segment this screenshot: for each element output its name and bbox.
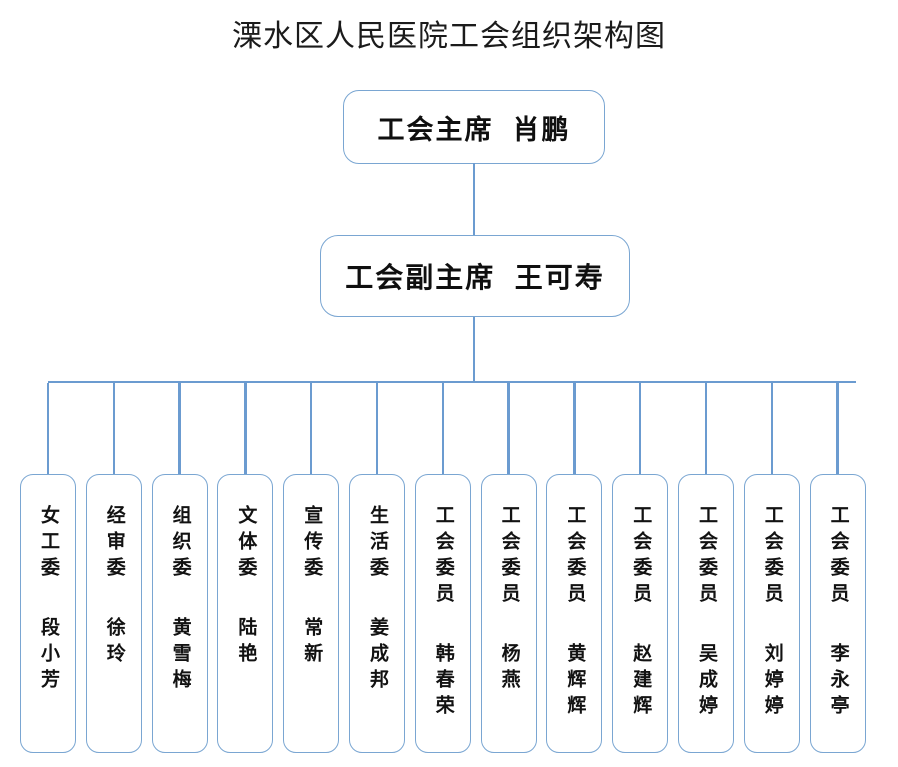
node-leaf-5[interactable]: 宣传委常新	[283, 474, 340, 753]
connector-bus-to-leaf-1	[46, 383, 50, 475]
leaf-role-label: 生活委	[367, 505, 388, 583]
connector-bus-to-leaf-3	[178, 383, 181, 475]
leaf-person-name: 陆艳	[235, 617, 257, 669]
connector-bus-to-leaf-2	[112, 383, 115, 475]
connector-bus-to-leaf-9	[573, 383, 576, 475]
node-leaf-2[interactable]: 经审委徐玲	[85, 474, 142, 753]
leaf-role-label: 组织委	[169, 505, 191, 583]
connector-chairman-to-vicechairman	[473, 163, 476, 236]
leaf-role-label: 工会委员	[630, 505, 652, 609]
leaf-person-name: 黄辉辉	[564, 643, 586, 721]
node-leaf-1[interactable]: 女工委段小芳	[20, 474, 76, 753]
leaf-role-label: 女工委	[38, 505, 59, 583]
leaf-person-name: 杨燕	[498, 643, 520, 695]
leaf-role-label: 工会委员	[827, 505, 849, 609]
connector-bus-to-leaf-4	[244, 383, 247, 475]
leaf-person-name: 姜成邦	[367, 617, 388, 695]
leaf-role-label: 工会委员	[564, 505, 586, 609]
connector-bus-to-leaf-13	[836, 383, 839, 475]
connector-bus-to-leaf-8	[507, 383, 510, 475]
leaf-person-name: 刘婷婷	[761, 643, 783, 721]
connector-bus-to-leaf-11	[704, 383, 708, 475]
node-chairman[interactable]: 工会主席 肖鹏	[343, 90, 605, 164]
page-title: 溧水区人民医院工会组织架构图	[232, 20, 666, 53]
leaf-role-label: 经审委	[103, 505, 125, 583]
connector-vicechairman-to-bus	[473, 317, 476, 383]
node-leaf-7[interactable]: 工会委员韩春荣	[414, 474, 471, 753]
connector-horizontal-bus	[48, 381, 856, 384]
node-chairman-label: 工会主席 肖鹏	[377, 114, 571, 145]
leaf-person-name: 吴成婷	[696, 643, 717, 721]
connector-bus-to-leaf-7	[441, 383, 444, 475]
leaf-role-label: 工会委员	[432, 505, 454, 609]
leaf-person-name: 韩春荣	[432, 643, 454, 721]
node-leaf-10[interactable]: 工会委员赵建辉	[612, 474, 669, 753]
node-leaf-4[interactable]: 文体委陆艳	[217, 474, 274, 753]
connector-bus-to-leaf-5	[310, 383, 313, 475]
leaf-person-name: 徐玲	[103, 617, 125, 669]
leaf-role-label: 工会委员	[498, 505, 520, 609]
connector-bus-to-leaf-6	[375, 383, 379, 475]
node-leaf-8[interactable]: 工会委员杨燕	[480, 474, 537, 753]
leaf-person-name: 常新	[301, 617, 323, 669]
leaf-role-label: 宣传委	[301, 505, 323, 583]
node-leaf-3[interactable]: 组织委黄雪梅	[151, 474, 208, 753]
leaf-role-label: 文体委	[235, 505, 257, 583]
node-vice-chairman-label: 工会副主席 王可寿	[345, 262, 605, 293]
node-leaf-11[interactable]: 工会委员吴成婷	[678, 474, 734, 753]
connector-bus-to-leaf-12	[770, 383, 773, 475]
leaf-person-name: 赵建辉	[630, 643, 652, 721]
connector-bus-to-leaf-10	[639, 383, 642, 475]
leaf-role-label: 工会委员	[696, 505, 717, 609]
node-leaf-12[interactable]: 工会委员刘婷婷	[743, 474, 800, 753]
leaf-role-label: 工会委员	[761, 505, 783, 609]
leaf-person-name: 黄雪梅	[169, 617, 191, 695]
node-leaf-6[interactable]: 生活委姜成邦	[349, 474, 405, 753]
node-leaf-9[interactable]: 工会委员黄辉辉	[546, 474, 603, 753]
leaf-person-name: 李永亭	[827, 643, 849, 721]
leaf-person-name: 段小芳	[38, 617, 59, 695]
node-leaf-13[interactable]: 工会委员李永亭	[809, 474, 866, 753]
node-vice-chairman[interactable]: 工会副主席 王可寿	[320, 235, 630, 317]
